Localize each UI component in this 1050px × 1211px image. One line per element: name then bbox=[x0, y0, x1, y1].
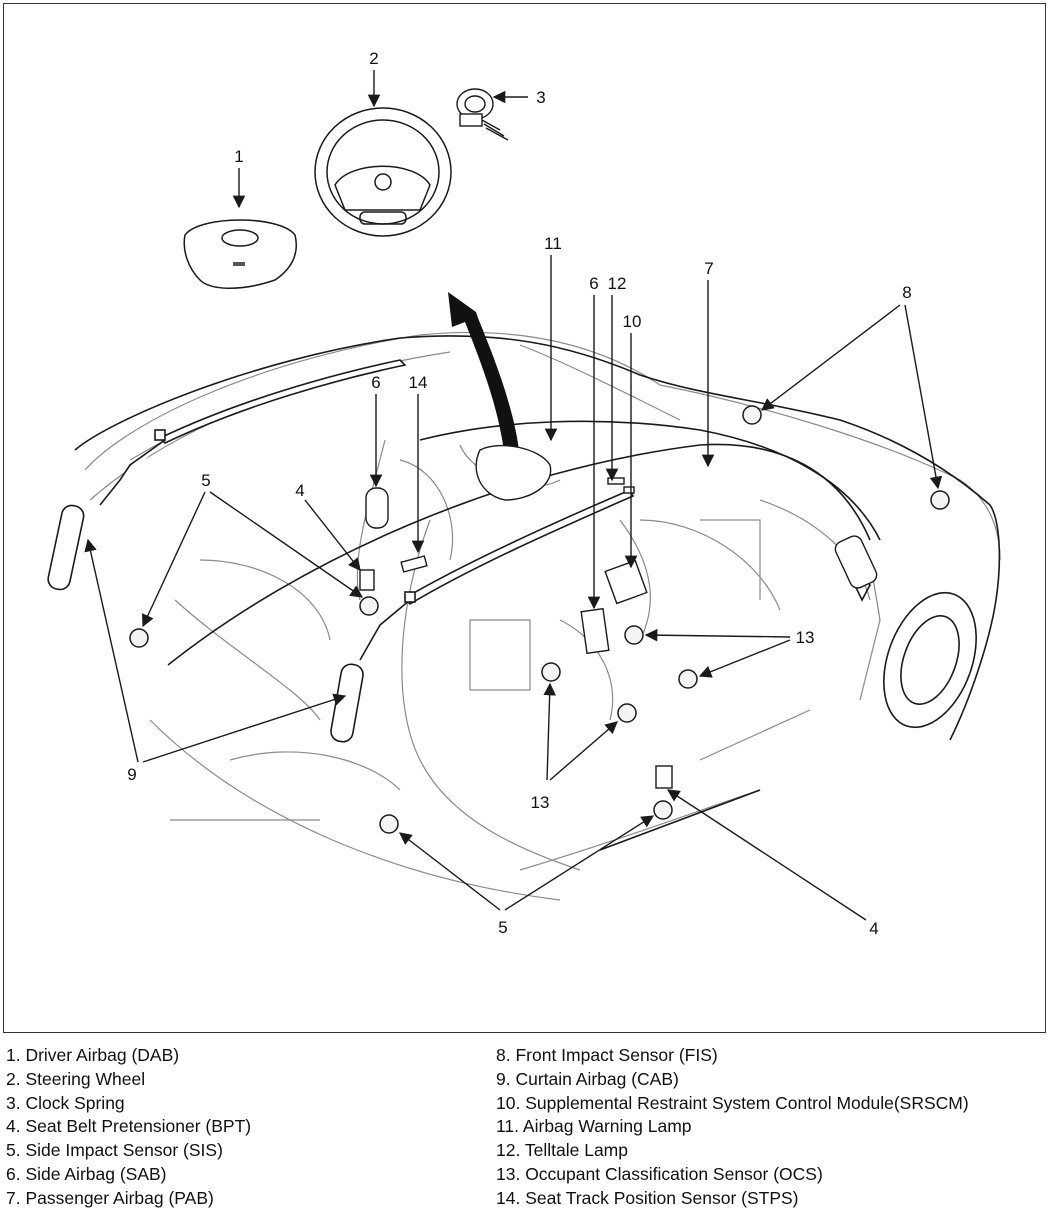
callout-8: 8 bbox=[902, 283, 911, 302]
callout-4-left: 4 bbox=[295, 481, 304, 500]
callout-5-top: 5 bbox=[201, 471, 210, 490]
legend-item: 5. Side Impact Sensor (SIS) bbox=[6, 1140, 223, 1161]
callout-13-right: 13 bbox=[796, 628, 815, 647]
srscm-module bbox=[604, 559, 648, 605]
callout-12: 12 bbox=[608, 274, 627, 293]
legend-item: 13. Occupant Classification Sensor (OCS) bbox=[496, 1163, 823, 1184]
driver-airbag-module bbox=[183, 219, 297, 289]
legend-column-left: 1. Driver Airbag (DAB) 2. Steering Wheel… bbox=[6, 1044, 251, 1211]
callout-3: 3 bbox=[536, 88, 545, 107]
callout-1: 1 bbox=[234, 147, 243, 166]
legend-item: 2. Steering Wheel bbox=[6, 1068, 146, 1089]
ocs-sensor-4 bbox=[617, 703, 637, 723]
callout-7: 7 bbox=[704, 259, 713, 278]
side-airbag-module bbox=[365, 487, 389, 529]
components bbox=[359, 477, 878, 789]
callout-10: 10 bbox=[623, 312, 642, 331]
sensor-circles bbox=[129, 405, 950, 834]
legend-item: 8. Front Impact Sensor (FIS) bbox=[496, 1045, 718, 1065]
callout-6-driver: 6 bbox=[371, 373, 380, 392]
legend-item: 1. Driver Airbag (DAB) bbox=[6, 1045, 180, 1065]
ocs-sensor-3 bbox=[541, 662, 561, 682]
callout-labels: 1 2 3 11 6 12 10 7 8 6 14 4 5 13 9 13 5 … bbox=[127, 49, 911, 938]
callout-13-bottom: 13 bbox=[531, 793, 550, 812]
legend-item: 12. Telltale Lamp bbox=[496, 1140, 628, 1161]
callout-14: 14 bbox=[409, 373, 428, 392]
fis-sensor-2 bbox=[930, 490, 950, 510]
legend-item: 6. Side Airbag (SAB) bbox=[6, 1163, 167, 1184]
legend-item: 10. Supplemental Restraint System Contro… bbox=[496, 1092, 969, 1113]
component-legend: 1. Driver Airbag (DAB) 2. Steering Wheel… bbox=[0, 1040, 1050, 1209]
car-body-solid bbox=[74, 335, 1001, 851]
sis-sensor-2 bbox=[379, 814, 399, 834]
bpt-right bbox=[655, 765, 673, 789]
side-mirror bbox=[834, 535, 878, 589]
curtain-airbag-rails bbox=[47, 359, 635, 743]
side-airbag-passenger bbox=[580, 607, 610, 655]
clock-spring bbox=[456, 88, 509, 141]
legend-item: 7. Passenger Airbag (PAB) bbox=[6, 1187, 214, 1208]
callout-2: 2 bbox=[369, 49, 378, 68]
wheel-on-dash bbox=[475, 444, 552, 501]
bpt-sensor-1 bbox=[359, 596, 379, 616]
leader-lines bbox=[84, 70, 943, 921]
srs-component-diagram: 1 2 3 11 6 12 10 7 8 6 14 4 5 13 9 13 5 … bbox=[47, 49, 1001, 938]
legend-item: 14. Seat Track Position Sensor (STPS) bbox=[496, 1187, 799, 1208]
sis-sensor-1 bbox=[129, 628, 149, 648]
bpt-left bbox=[359, 569, 375, 591]
callout-5-bottom: 5 bbox=[498, 918, 507, 937]
sis-sensor-3 bbox=[653, 800, 673, 820]
ocs-sensor-2 bbox=[678, 669, 698, 689]
fis-sensor-1 bbox=[742, 405, 762, 425]
telltale-lamp bbox=[607, 477, 625, 485]
steering-wheel bbox=[314, 107, 452, 237]
callout-9: 9 bbox=[127, 765, 136, 784]
legend-item: 11. Airbag Warning Lamp bbox=[496, 1116, 692, 1137]
legend-item: 3. Clock Spring bbox=[6, 1092, 125, 1113]
diagram-frame bbox=[3, 3, 1046, 1033]
callout-11: 11 bbox=[544, 234, 562, 253]
legend-column-right: 8. Front Impact Sensor (FIS) 9. Curtain … bbox=[496, 1044, 969, 1211]
legend-item: 9. Curtain Airbag (CAB) bbox=[496, 1068, 679, 1089]
legend-item: 4. Seat Belt Pretensioner (BPT) bbox=[6, 1116, 252, 1137]
big-curved-arrow bbox=[448, 292, 520, 460]
callout-4-right: 4 bbox=[869, 919, 878, 938]
callout-6-passenger: 6 bbox=[589, 274, 598, 293]
stps-sensor bbox=[400, 555, 428, 573]
ocs-sensor-1 bbox=[624, 625, 644, 645]
telltale-bracket bbox=[623, 486, 635, 494]
